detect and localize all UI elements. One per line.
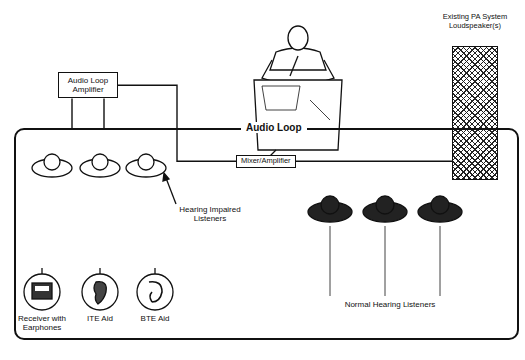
tick bbox=[330, 226, 440, 296]
node-label: Audio Loop Amplifier bbox=[62, 76, 114, 94]
caption-label: ITE Aid bbox=[80, 314, 120, 323]
caption-label: Receiver with Earphones bbox=[6, 314, 78, 332]
podium bbox=[254, 80, 342, 150]
node-label: Existing PA System Loudspeaker(s) bbox=[425, 13, 525, 30]
loudspeaker: Existing PA System Loudspeaker(s) bbox=[452, 46, 498, 180]
speaker-head bbox=[288, 26, 308, 50]
wire bbox=[296, 161, 452, 162]
caption-label: BTE Aid bbox=[135, 314, 175, 323]
leader-line bbox=[166, 178, 176, 204]
wire bbox=[72, 98, 104, 128]
bte-icon bbox=[137, 274, 173, 310]
caption-label: Normal Hearing Listeners bbox=[320, 300, 460, 309]
amplifier-box: Audio Loop Amplifier bbox=[58, 72, 118, 98]
speaker-shoulders bbox=[270, 48, 326, 70]
listener-dark bbox=[308, 196, 462, 222]
receiver-device bbox=[32, 283, 52, 299]
wire bbox=[118, 85, 236, 161]
tick bbox=[41, 268, 42, 274]
leader-arrow bbox=[163, 173, 169, 181]
ite-aid bbox=[94, 282, 106, 304]
podium-detail bbox=[262, 86, 330, 120]
audio-loop: Audio Loop bbox=[14, 128, 519, 340]
node-label: Mixer/Amplifier bbox=[241, 157, 291, 166]
receiver-display bbox=[35, 286, 49, 291]
caption-label: Hearing Impaired Listeners bbox=[174, 205, 246, 223]
tick bbox=[154, 268, 155, 274]
bte-aid bbox=[149, 282, 162, 302]
amplifier-box: Mixer/Amplifier bbox=[236, 155, 296, 168]
receiver-icon bbox=[24, 274, 60, 310]
tick bbox=[99, 268, 100, 274]
loop-label: Audio Loop bbox=[241, 122, 307, 133]
ite-icon bbox=[82, 274, 118, 310]
listener-outline bbox=[32, 154, 166, 177]
microphone bbox=[290, 56, 298, 76]
